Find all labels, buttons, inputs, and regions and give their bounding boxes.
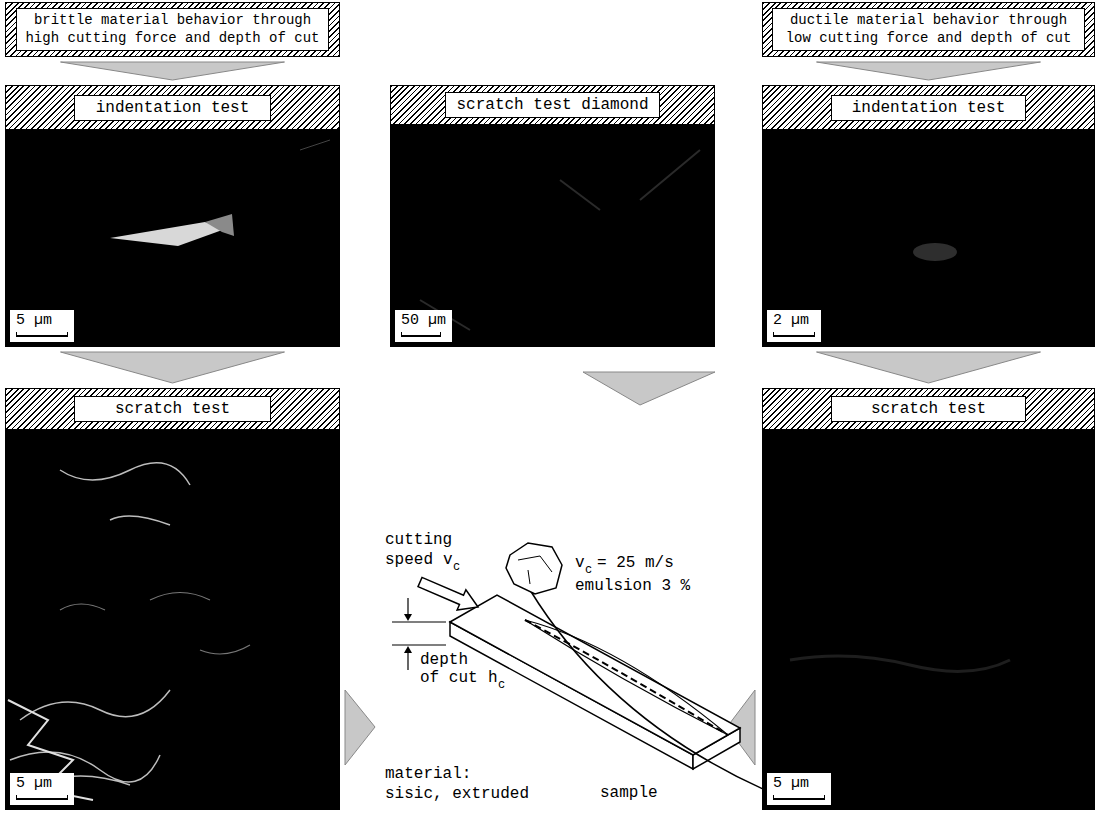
- micrograph-panel: indentation test 5 µm: [5, 85, 340, 347]
- heading-banner: ductile material behavior through low cu…: [762, 2, 1095, 57]
- sketch-label: v: [443, 552, 453, 568]
- fracture-texture: [60, 593, 250, 655]
- hatched-header: indentation test: [5, 85, 340, 130]
- scale-box: 50 µm: [395, 310, 452, 342]
- groove-edge: [525, 620, 728, 735]
- grain-facet: [518, 556, 552, 584]
- banner-text: brittle material behavior through high c…: [16, 8, 328, 51]
- micrograph: [5, 430, 340, 810]
- sketch-label: speed: [385, 552, 433, 568]
- hatched-header: scratch test diamond: [390, 85, 715, 125]
- micrograph: [762, 130, 1095, 347]
- scale-bar: [773, 795, 825, 800]
- sketch-label: cutting: [385, 532, 452, 548]
- sketch-label: of cut: [420, 670, 478, 686]
- sketch-label: sisic, extruded: [385, 786, 529, 802]
- sketch-label: material:: [385, 766, 471, 782]
- flow-pointer: [61, 352, 285, 383]
- panel-heading: scratch test: [831, 396, 1026, 422]
- flow-pointer: [817, 62, 1041, 80]
- hatched-header: scratch test: [762, 388, 1095, 430]
- dimension-arrowhead: [404, 614, 412, 621]
- scale-bar: [16, 795, 68, 800]
- scale-bar: [773, 332, 815, 337]
- scale-box: 5 µm: [767, 773, 831, 805]
- grain-trajectory: [530, 590, 765, 790]
- surface-texture: [790, 656, 1010, 671]
- pointer-wedge: [345, 690, 375, 765]
- dimension-line: [392, 644, 446, 645]
- banner-text: ductile material behavior through low cu…: [772, 8, 1084, 51]
- groove-path: [525, 620, 728, 735]
- micrograph-panel: scratch test 5 µm: [762, 388, 1095, 810]
- scale-label: 5 µm: [16, 775, 52, 793]
- scale-box: 5 µm: [10, 310, 74, 342]
- hatched-header: scratch test: [5, 388, 340, 430]
- sketch-label: depth: [420, 652, 468, 668]
- scale-label: 2 µm: [773, 312, 809, 330]
- scale-bar: [16, 332, 68, 337]
- panel-heading: indentation test: [831, 95, 1026, 121]
- scale-box: 5 µm: [10, 773, 74, 805]
- surface-texture: [300, 140, 330, 150]
- heading-banner: brittle material behavior through high c…: [5, 2, 340, 57]
- groove-edge: [525, 620, 728, 735]
- dimension-arrowhead: [404, 646, 412, 653]
- sample-top-face: [450, 595, 740, 755]
- hatched-header: indentation test: [762, 85, 1095, 130]
- sketch-label: sample: [600, 785, 658, 801]
- micrograph-panel: scratch test 5 µm: [5, 388, 340, 810]
- micrograph: [762, 430, 1095, 810]
- subscript-label: c: [585, 564, 592, 576]
- scale-label: 50 µm: [401, 312, 446, 330]
- indent-crack: [110, 222, 225, 246]
- sketch-label: emulsion 3 %: [575, 578, 690, 594]
- scale-box: 2 µm: [767, 310, 821, 342]
- subscript-label: c: [498, 679, 505, 691]
- sketch-label: = 25 m/s: [597, 555, 674, 571]
- fracture-texture: [8, 700, 93, 800]
- sketch-label: v: [575, 555, 585, 571]
- flow-pointer: [61, 62, 285, 80]
- speed-arrow: [418, 577, 478, 610]
- scale-label: 5 µm: [16, 312, 52, 330]
- micrograph-panel: scratch test diamond 50 µm: [390, 85, 715, 347]
- sketch-label: h: [488, 670, 498, 686]
- panel-heading: scratch test: [74, 396, 270, 422]
- panel-heading: scratch test diamond: [445, 92, 659, 118]
- micrograph: [390, 125, 715, 347]
- indent-crack: [205, 214, 234, 236]
- panel-heading: indentation test: [74, 95, 270, 121]
- micrograph-panel: indentation test 2 µm: [762, 85, 1095, 347]
- dimension-arrow: [407, 652, 408, 670]
- flow-pointer: [817, 352, 1041, 383]
- fracture-texture: [10, 463, 190, 790]
- pointer-wedge: [583, 372, 715, 405]
- indent-mark: [913, 243, 957, 261]
- abrasive-grain: [506, 543, 562, 594]
- micrograph: [5, 130, 340, 347]
- subscript-label: c: [453, 561, 460, 573]
- dimension-arrow: [407, 598, 408, 616]
- surface-texture: [420, 150, 700, 330]
- dimension-line: [392, 621, 446, 622]
- scale-label: 5 µm: [773, 775, 809, 793]
- scale-bar: [401, 332, 441, 337]
